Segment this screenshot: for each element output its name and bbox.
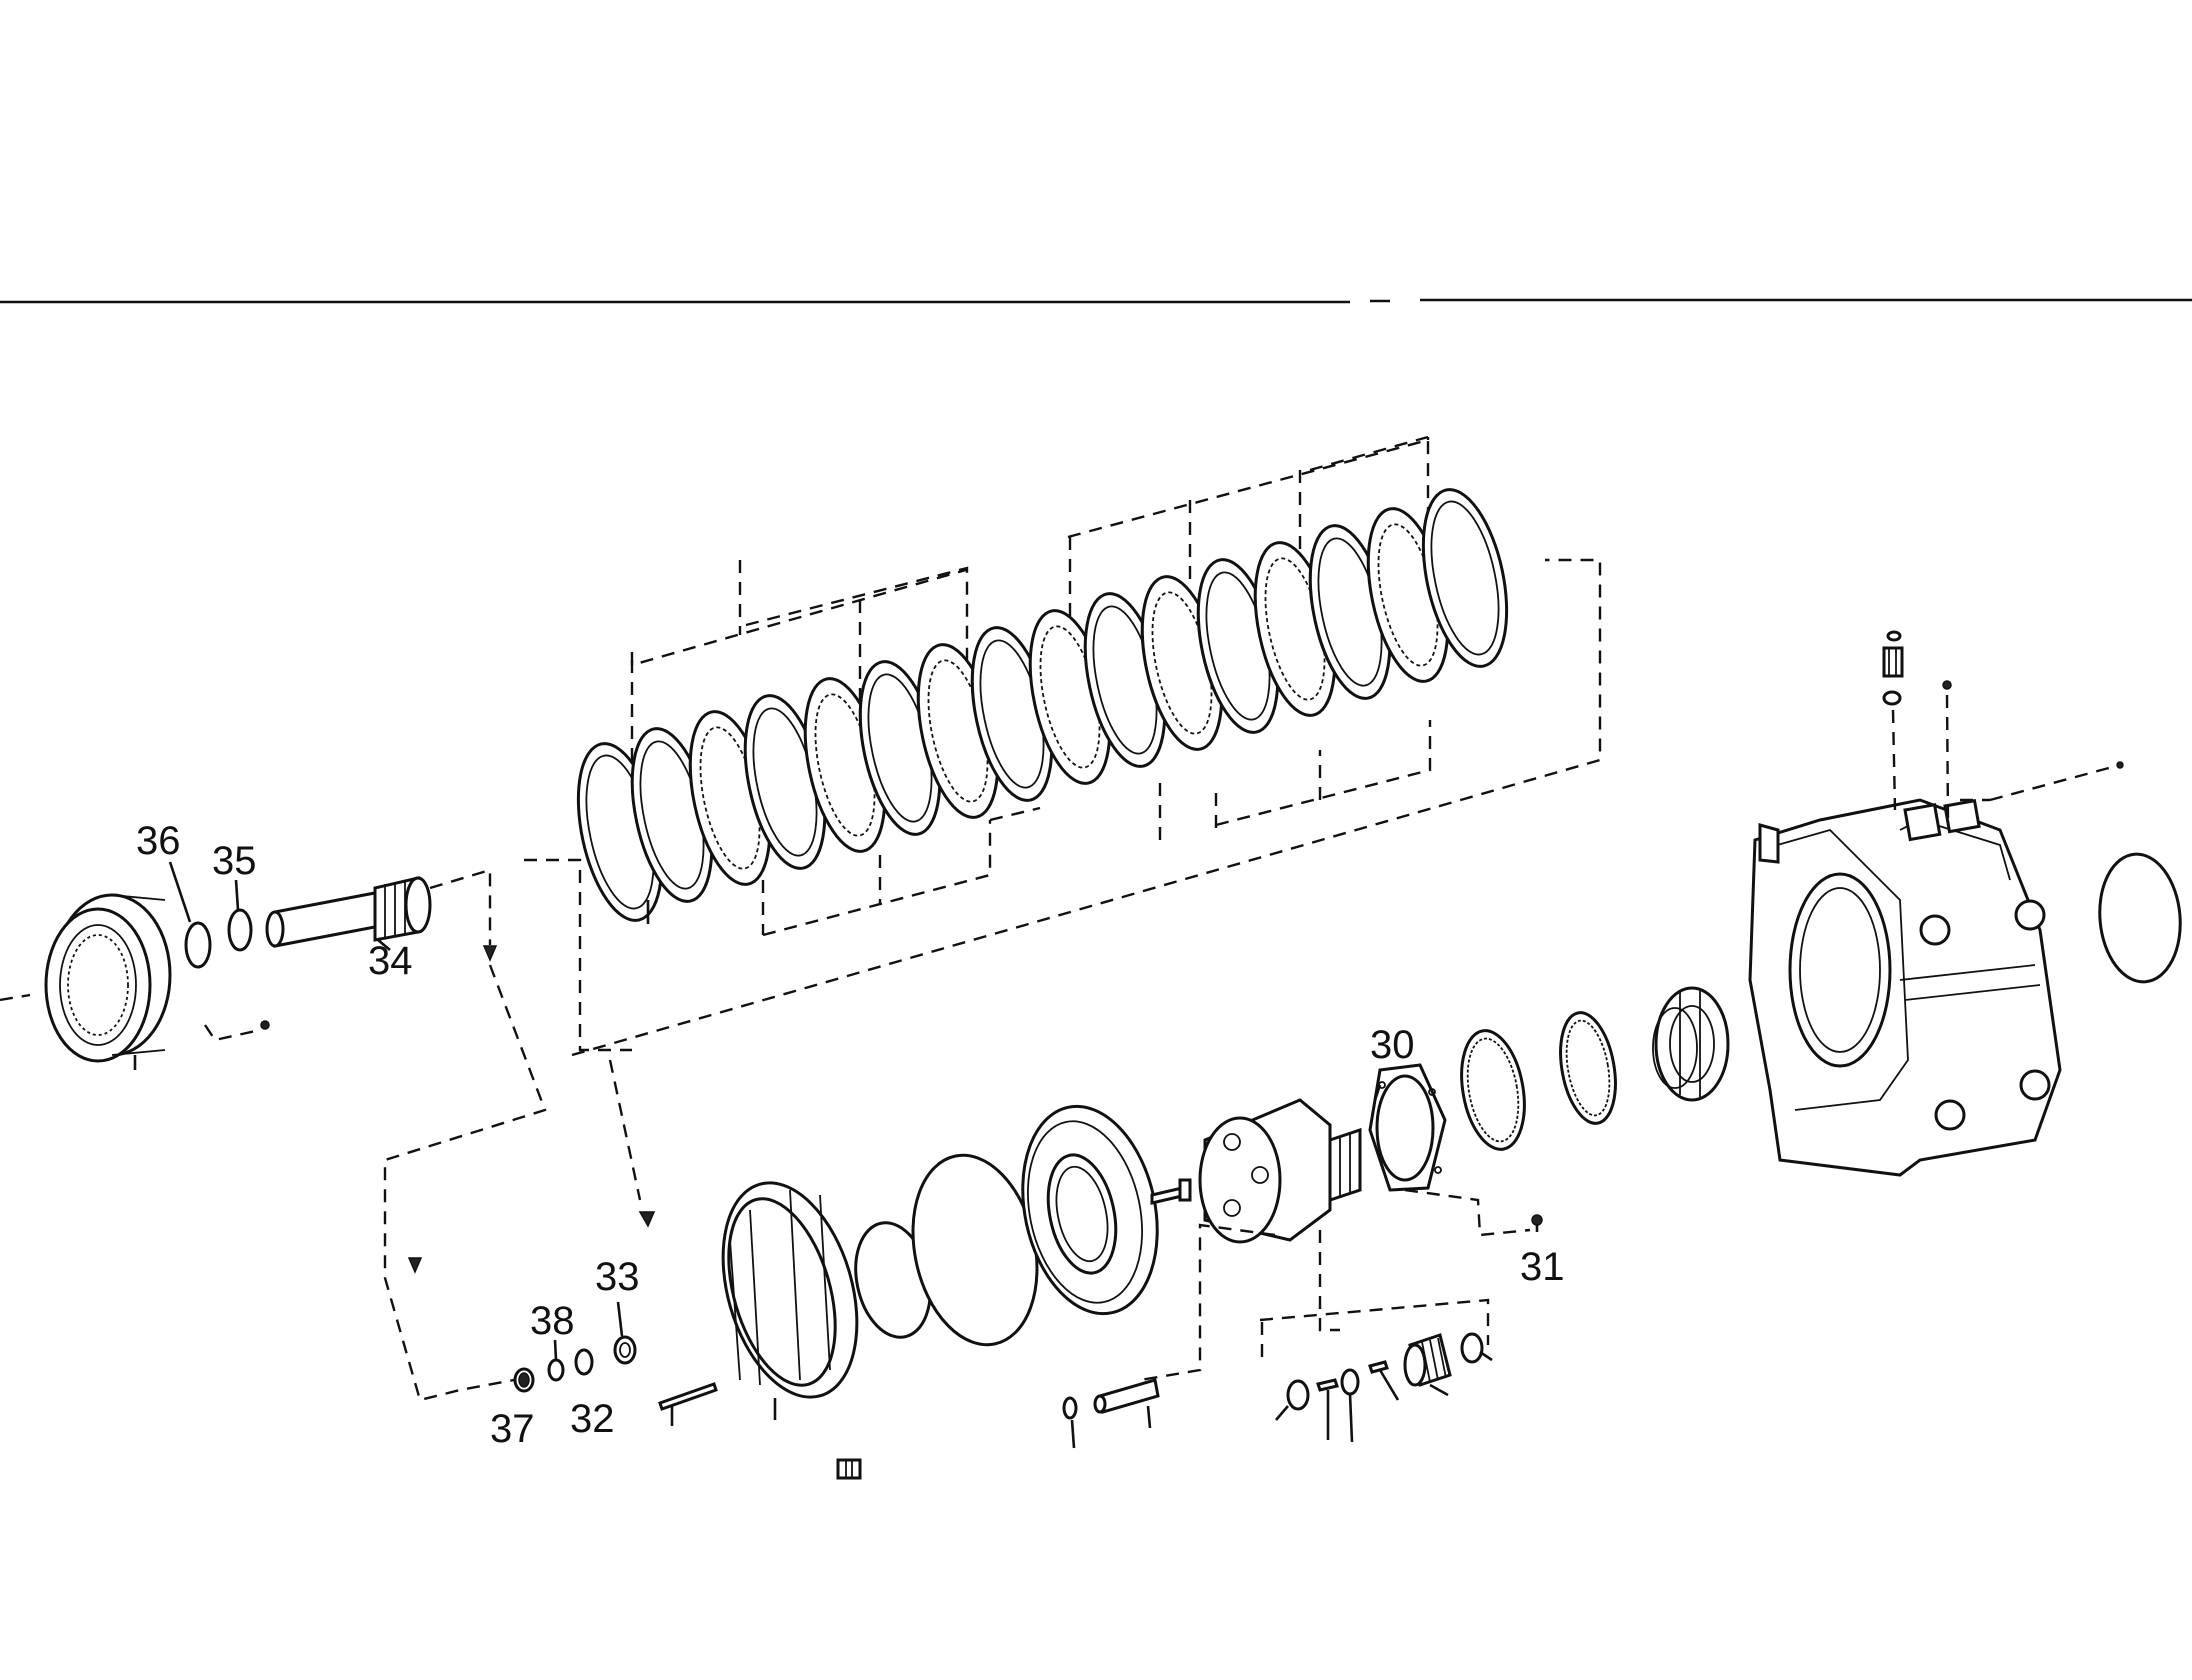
callout-37: 37: [490, 1407, 535, 1451]
key-block-part: [836, 1458, 862, 1480]
retaining-ring-36: [168, 861, 212, 969]
shaft-part: [265, 876, 432, 951]
callout-36: 36: [136, 819, 181, 863]
clutch-disc-pack: [576, 488, 1509, 924]
ring-washer-1: [1460, 1029, 1526, 1151]
rear-o-ring-part: [2098, 852, 2182, 984]
callout-38: 38: [530, 1299, 575, 1343]
carrier-body-part: [1198, 1098, 1362, 1244]
bolt-part: [1150, 1178, 1192, 1205]
o-ring-lower-right: [1460, 1332, 1493, 1364]
ring-32: [574, 1348, 594, 1376]
clutch-disc-16: [1421, 488, 1509, 668]
top-separator-line: [0, 298, 2192, 304]
callout-30: 30: [1370, 1023, 1415, 1067]
plug-assembly-part: [1882, 630, 2124, 821]
pin-lower: [1316, 1378, 1339, 1440]
callout-31: 31: [1520, 1245, 1565, 1289]
splined-gear-part: [44, 893, 172, 1070]
needle-bearing-part: [1403, 1333, 1452, 1397]
snap-ring-lower: [1275, 1379, 1310, 1421]
disc-pack-frame: [524, 435, 1602, 1057]
guide-pin-part: [1062, 1378, 1160, 1449]
bearing-part: [1652, 986, 1730, 1102]
ring-washer-2: [1559, 1011, 1617, 1125]
retaining-ring-35: [227, 879, 253, 952]
flange-part: [1368, 1063, 1447, 1192]
transmission-housing-part: [1748, 798, 2062, 1177]
callout-32: 32: [570, 1397, 615, 1441]
ring-38: [547, 1339, 565, 1382]
callout-35: 35: [212, 839, 257, 883]
piston-part: [1021, 1104, 1159, 1316]
callout-34: 34: [368, 939, 413, 983]
spring-cage-part: [721, 1181, 859, 1420]
washer-37: [513, 1367, 535, 1393]
bolt-lower: [1368, 1360, 1400, 1401]
screw-31: [1531, 1214, 1543, 1232]
ring-lower: [1340, 1368, 1360, 1443]
bushing-33: [613, 1301, 637, 1365]
pin-part: [658, 1382, 718, 1426]
callout-33: 33: [595, 1255, 640, 1299]
